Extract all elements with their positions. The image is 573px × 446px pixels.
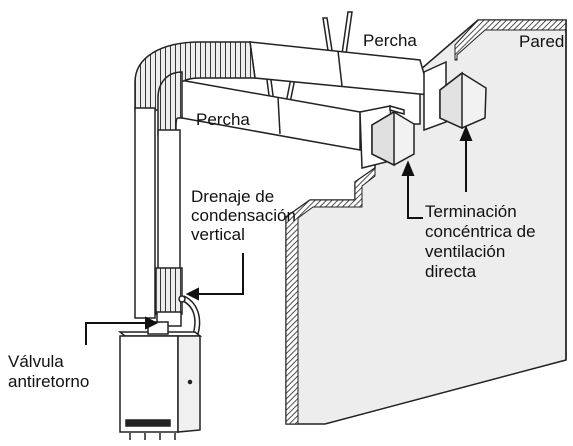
label-line: antiretorno bbox=[8, 372, 90, 391]
label-condensate-drain: Drenaje de condensación vertical bbox=[191, 187, 296, 244]
leader-condensate-drain bbox=[185, 253, 244, 301]
label-line: vertical bbox=[191, 225, 245, 244]
label-wall: Pared bbox=[519, 32, 565, 51]
label-termination: Terminación concéntrica de ventilación d… bbox=[425, 202, 536, 282]
leader-check-valve bbox=[85, 316, 159, 345]
label-hanger-top: Percha bbox=[363, 31, 417, 50]
label-line: ventilación bbox=[425, 242, 506, 261]
flex-elbow-front bbox=[157, 71, 183, 136]
label-hanger-left: Percha bbox=[196, 110, 250, 129]
label-line: concéntrica de bbox=[425, 222, 536, 241]
termination-rear bbox=[423, 60, 487, 132]
label-check-valve: Válvula antiretorno bbox=[8, 352, 89, 392]
termination-front bbox=[359, 105, 415, 169]
leader-termination-front bbox=[401, 160, 423, 219]
label-line: Válvula bbox=[8, 352, 64, 371]
wall bbox=[285, 19, 567, 425]
water-heater bbox=[117, 321, 203, 440]
label-line: Terminación bbox=[425, 202, 517, 221]
label-line: directa bbox=[425, 262, 477, 281]
leader-termination-rear bbox=[459, 125, 473, 192]
vertical-pipe-rear bbox=[134, 107, 156, 319]
vertical-pipe-front bbox=[155, 129, 183, 327]
wall-edge-left bbox=[285, 167, 376, 425]
label-line: condensación bbox=[191, 206, 296, 225]
label-line: Drenaje de bbox=[191, 187, 275, 206]
